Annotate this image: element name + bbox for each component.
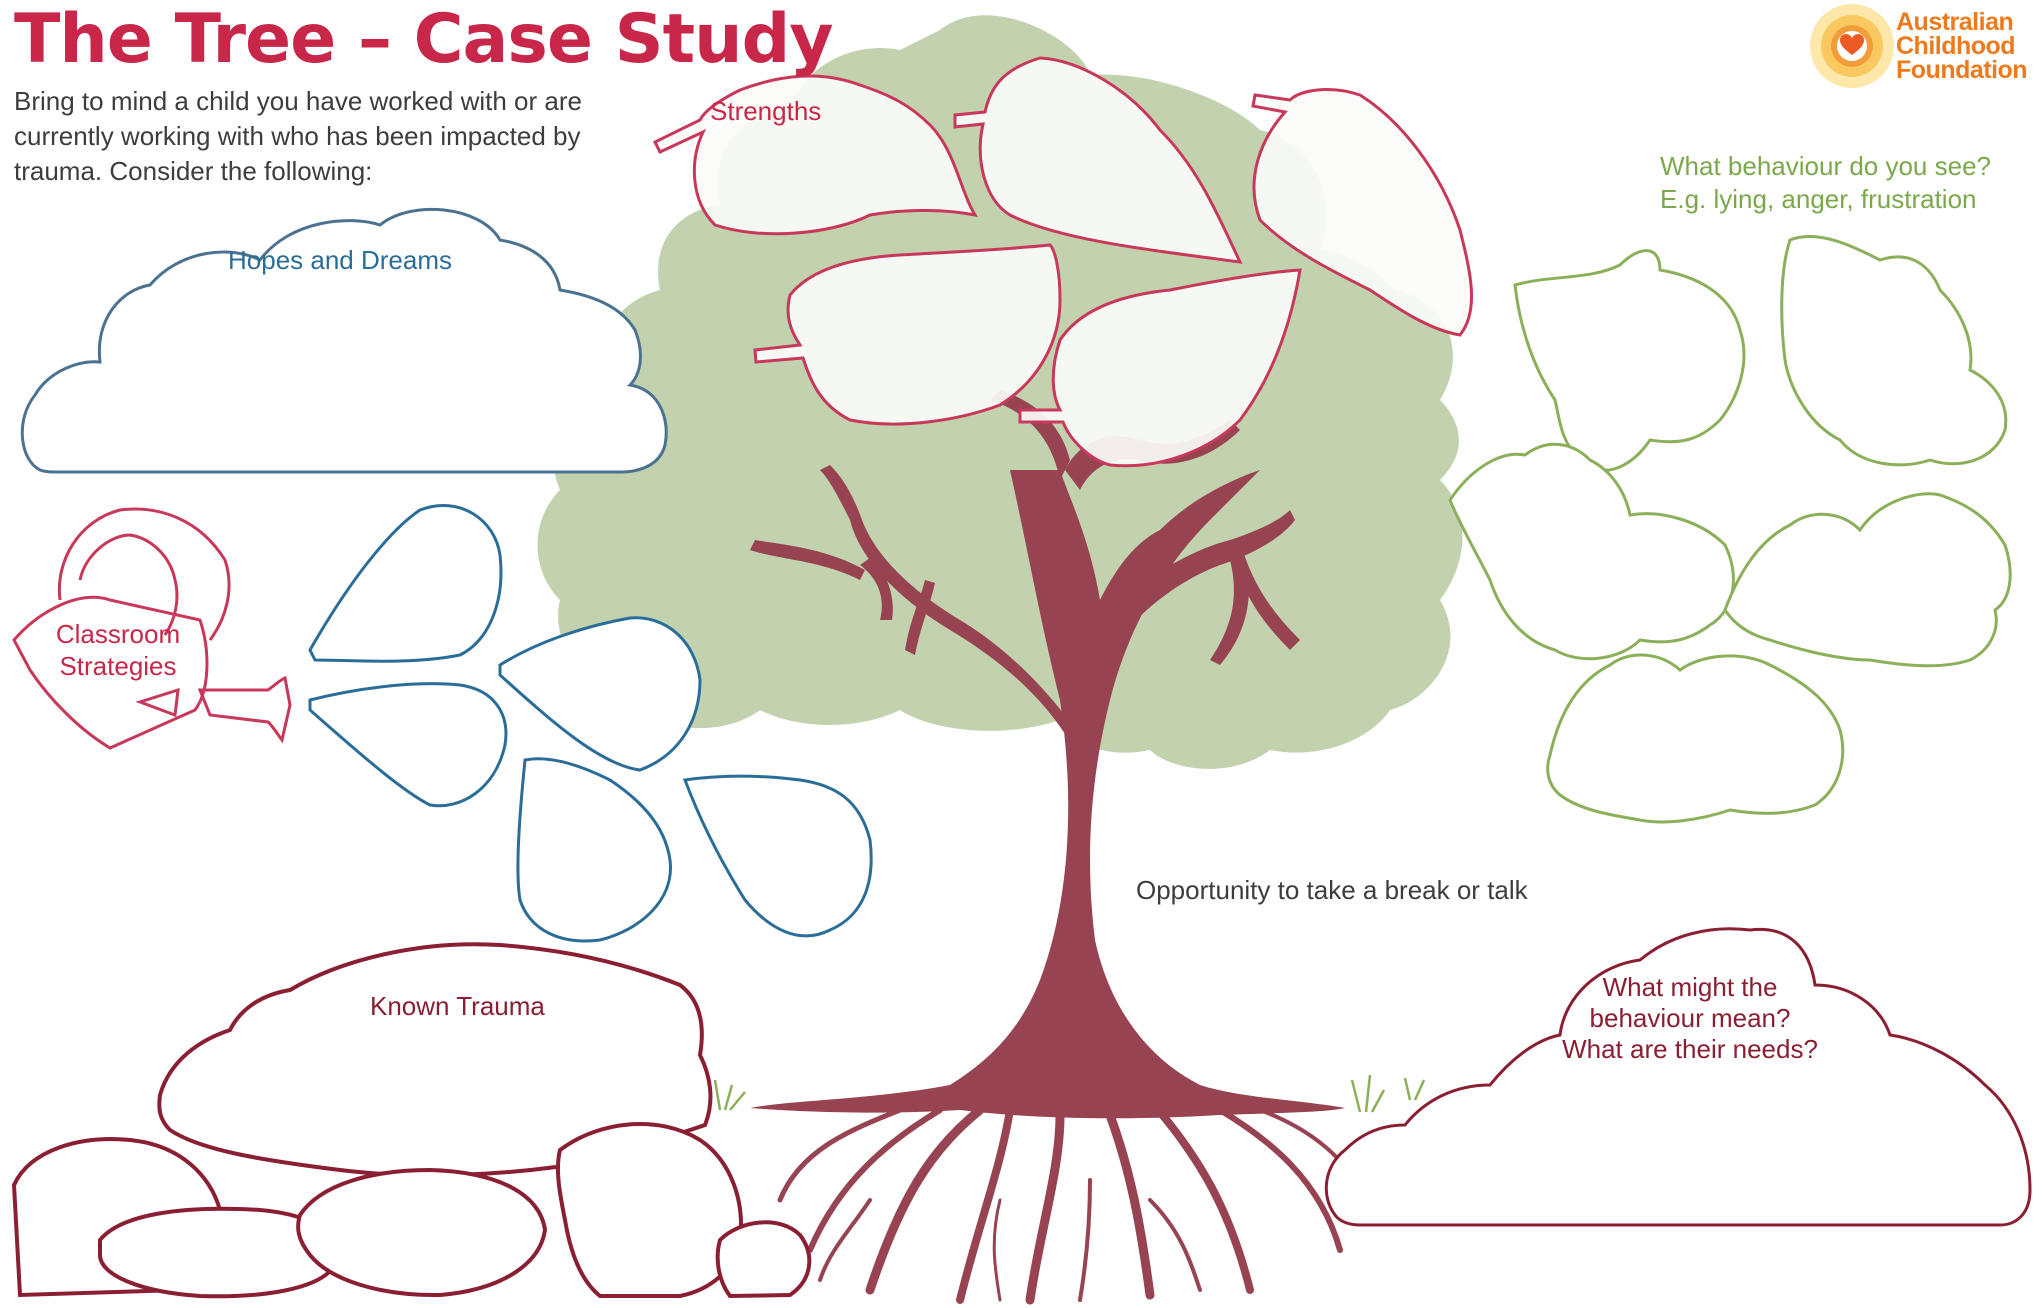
known-trauma-label: Known Trauma (370, 991, 545, 1021)
opportunity-label: Opportunity to take a break or talk (1136, 875, 1528, 905)
needs-cloud (1324, 927, 2032, 1227)
watering-can (12, 507, 292, 750)
behaviour-leaf-4 (1723, 492, 2012, 668)
strategy-petal-4 (516, 757, 672, 943)
heart-icon (1840, 34, 1864, 55)
rock-far-right (715, 1220, 812, 1299)
strategy-petal-5 (682, 774, 873, 938)
classroom-strategies-line-2: Strategies (59, 651, 177, 681)
strengths-label: Strengths (710, 96, 822, 126)
intro-text: Bring to mind a child you have worked wi… (14, 86, 582, 186)
foundation-logo-emblem (1810, 4, 1894, 88)
hopes-dreams-cloud (20, 207, 668, 474)
foundation-logo: Australian Childhood Foundation (1806, 0, 2042, 92)
page-title: The Tree – Case Study (14, 0, 834, 79)
strength-leaf-4 (753, 243, 1062, 426)
strength-leaf-3 (1251, 88, 1473, 337)
classroom-strategies-label: Classroom Strategies (48, 618, 188, 682)
logo-wordmark: Australian Childhood Foundation (1896, 8, 2028, 84)
tree-roots (777, 1105, 1362, 1305)
trauma-rocks (11, 942, 812, 1299)
strategy-petals (308, 504, 873, 943)
hopes-dreams-label: Hopes and Dreams (228, 245, 452, 275)
behaviour-question-line: What behaviour do you see? (1660, 151, 1991, 181)
strength-leaf-5 (1018, 268, 1302, 468)
behaviour-leaf-3 (1448, 442, 1735, 661)
behaviour-leaf-5 (1546, 653, 1845, 824)
grass-tufts (713, 1074, 1426, 1113)
behaviour-question: What behaviour do you see? E.g. lying, a… (1660, 150, 1991, 216)
rock-right (555, 1122, 743, 1298)
needs-line-3: What are their needs? (1562, 1034, 1818, 1064)
needs-line-1: What might the (1602, 972, 1778, 1002)
behaviour-examples-line: E.g. lying, anger, frustration (1660, 184, 1977, 214)
behaviour-leaf-2 (1780, 235, 2008, 467)
behaviour-leaf-1 (1513, 249, 1746, 472)
rock-middle (296, 1167, 548, 1298)
strategy-petal-1 (308, 504, 503, 663)
logo-line-3: Foundation (1896, 56, 2028, 84)
needs-label: What might the behaviour mean? What are … (1520, 972, 1860, 1065)
strategy-petal-3 (498, 616, 702, 772)
strength-leaves (652, 56, 1473, 468)
strategy-petal-2 (308, 682, 508, 808)
strength-leaf-1 (652, 74, 979, 236)
strength-leaf-2 (953, 56, 1243, 264)
classroom-strategies-line-1: Classroom (55, 619, 181, 649)
behaviour-leaves (1448, 235, 2012, 824)
needs-line-2: behaviour mean? (1589, 1003, 1791, 1033)
logo-line-2: Childhood (1896, 32, 2016, 60)
logo-line-1: Australian (1896, 8, 2014, 36)
rock-large (157, 942, 713, 1178)
